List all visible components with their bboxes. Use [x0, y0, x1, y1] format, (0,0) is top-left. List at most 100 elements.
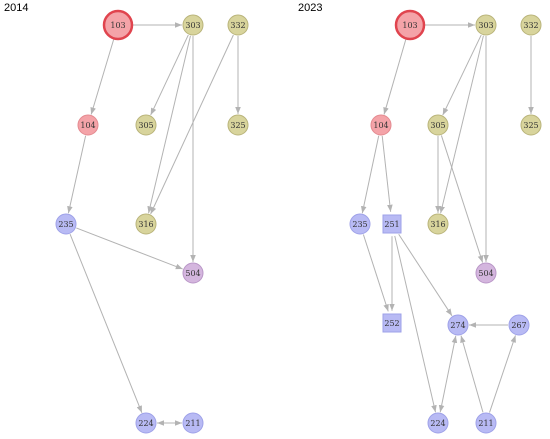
- node-label: 235: [352, 220, 367, 229]
- edge-2014-235-504: [76, 227, 183, 270]
- node-label: 235: [58, 220, 73, 229]
- edge-2023-305-504: [440, 135, 484, 263]
- edge-2014-303-305: [150, 34, 189, 116]
- edge-2023-303-305: [442, 34, 482, 116]
- node-shape: [182, 14, 204, 36]
- node-shape: [475, 262, 497, 284]
- node-2023-504: 504: [475, 262, 497, 284]
- node-shape: [394, 9, 426, 41]
- edge-2023-103-104: [383, 39, 407, 115]
- node-label: 325: [523, 121, 538, 130]
- node-2023-303: 303: [475, 14, 497, 36]
- node-shape: [135, 213, 157, 235]
- node-label: 104: [80, 121, 95, 130]
- edge-2014-104-235: [67, 135, 87, 214]
- node-2023-235: 235: [349, 213, 371, 235]
- node-shape: [102, 9, 134, 41]
- edge-2014-303-316: [147, 35, 191, 214]
- node-shape: [475, 14, 497, 36]
- node-label: 211: [185, 419, 200, 428]
- node-shape: [135, 412, 157, 434]
- node-2023-224: 224: [427, 412, 449, 434]
- node-shape: [370, 114, 392, 136]
- node-2023-103: 103: [394, 9, 426, 41]
- node-label: 103: [110, 21, 125, 30]
- node-2014-104: 104: [77, 114, 99, 136]
- node-2014-325: 325: [227, 114, 249, 136]
- node-2014-235: 235: [55, 213, 77, 235]
- edge-2023-211-267: [489, 335, 516, 413]
- node-label: 211: [478, 419, 493, 428]
- edge-2023-104-251: [381, 135, 393, 212]
- node-label: 316: [138, 220, 153, 229]
- node-2023-332: 332: [520, 14, 542, 36]
- node-shape: [227, 114, 249, 136]
- node-2014-211: 211: [182, 412, 204, 434]
- node-label: 325: [230, 121, 245, 130]
- node-shape: [382, 313, 402, 333]
- node-shape: [427, 114, 449, 136]
- edge-2023-251-274: [398, 233, 453, 317]
- node-label: 305: [430, 121, 445, 130]
- edge-2023-251-224: [394, 235, 437, 413]
- node-2023-251: 251: [382, 214, 402, 234]
- node-2014-103: 103: [102, 9, 134, 41]
- node-label: 303: [185, 21, 200, 30]
- node-2023-325: 325: [520, 114, 542, 136]
- node-2023-211: 211: [475, 412, 497, 434]
- node-label: 305: [138, 121, 153, 130]
- node-shape: [475, 412, 497, 434]
- node-label: 274: [450, 321, 465, 330]
- node-shape: [55, 213, 77, 235]
- node-2023-305: 305: [427, 114, 449, 136]
- node-shape: [427, 412, 449, 434]
- node-label: 224: [138, 419, 153, 428]
- node-shape: [382, 214, 402, 234]
- node-label: 224: [430, 419, 445, 428]
- node-2014-332: 332: [227, 14, 249, 36]
- node-label: 251: [384, 220, 399, 229]
- node-2014-305: 305: [135, 114, 157, 136]
- node-shape: [427, 213, 449, 235]
- edge-2023-303-316: [439, 35, 484, 214]
- edge-2023-235-252: [362, 234, 389, 312]
- node-label: 332: [523, 21, 538, 30]
- edge-2023-211-274: [460, 335, 484, 413]
- node-shape: [520, 14, 542, 36]
- node-2014-316: 316: [135, 213, 157, 235]
- edge-2014-332-316: [150, 34, 234, 215]
- node-shape: [520, 114, 542, 136]
- node-2023-267: 267: [508, 314, 530, 336]
- node-2014-303: 303: [182, 14, 204, 36]
- node-shape: [508, 314, 530, 336]
- node-label: 303: [478, 21, 493, 30]
- node-2014-504: 504: [182, 262, 204, 284]
- node-2023-252: 252: [382, 313, 402, 333]
- edge-2014-103-104: [90, 39, 115, 115]
- node-shape: [135, 114, 157, 136]
- node-label: 103: [402, 21, 417, 30]
- node-2023-316: 316: [427, 213, 449, 235]
- node-label: 504: [185, 269, 200, 278]
- node-label: 332: [230, 21, 245, 30]
- node-label: 267: [511, 321, 526, 330]
- node-shape: [349, 213, 371, 235]
- node-shape: [182, 262, 204, 284]
- edge-2023-104-235: [360, 135, 380, 214]
- panel-title-2023: 2023: [298, 2, 323, 14]
- node-label: 316: [430, 220, 445, 229]
- edge-2014-235-224: [69, 234, 143, 413]
- node-label: 504: [478, 269, 493, 278]
- node-shape: [227, 14, 249, 36]
- edge-2023-274-224: [438, 335, 458, 413]
- node-2023-274: 274: [447, 314, 469, 336]
- node-shape: [182, 412, 204, 434]
- panel-title-2014: 2014: [4, 2, 29, 14]
- node-2014-224: 224: [135, 412, 157, 434]
- node-2023-104: 104: [370, 114, 392, 136]
- node-label: 104: [373, 121, 388, 130]
- node-label: 252: [384, 319, 399, 328]
- node-shape: [447, 314, 469, 336]
- node-shape: [77, 114, 99, 136]
